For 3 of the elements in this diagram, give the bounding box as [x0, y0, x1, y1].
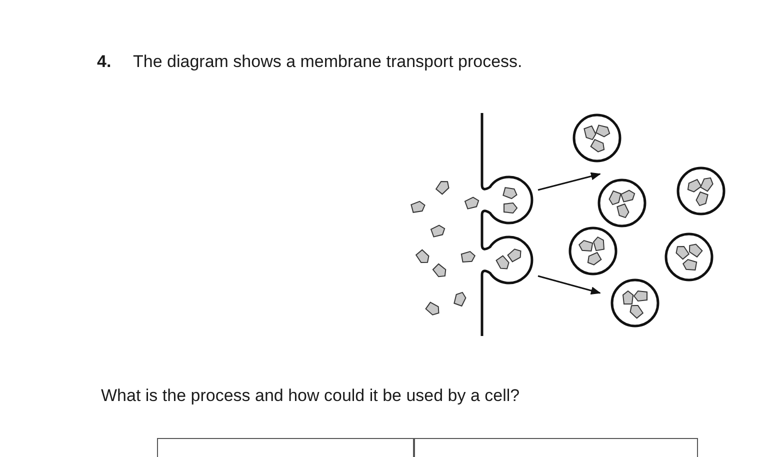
question-number: 4.	[97, 52, 112, 72]
question-text: The diagram shows a membrane transport process.	[133, 52, 522, 72]
question-text: What is the process and how could it be used by a cell?	[101, 386, 520, 406]
